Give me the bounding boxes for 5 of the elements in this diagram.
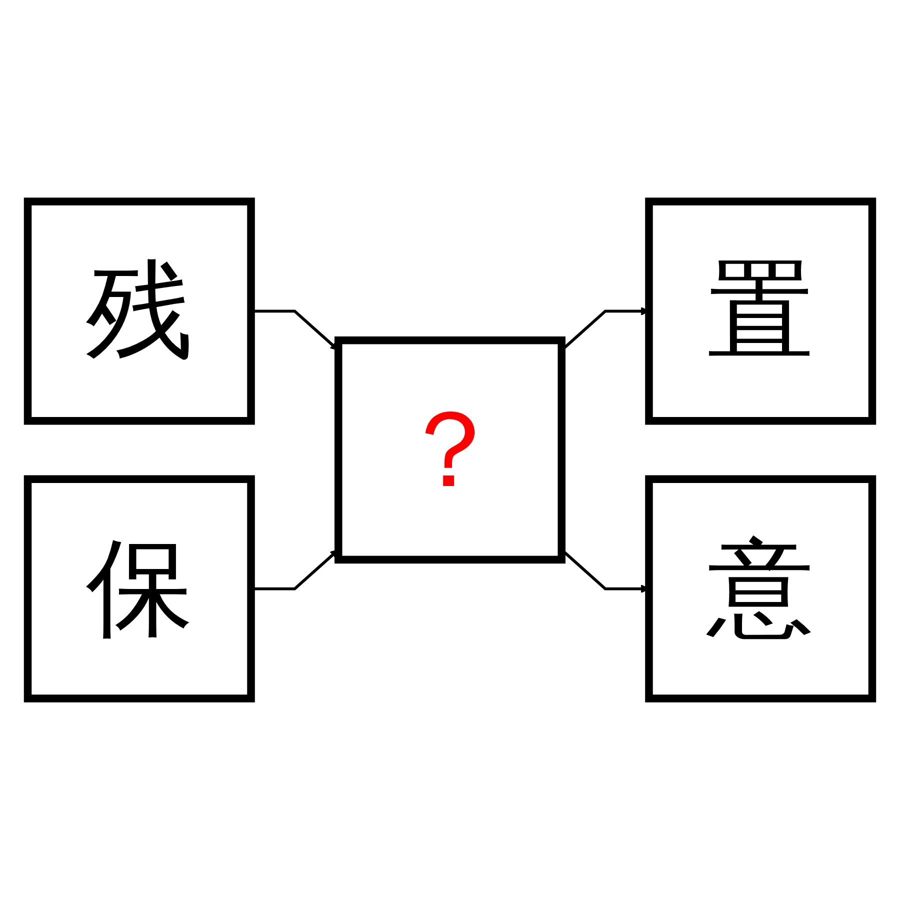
node-box: 保 [24,475,255,702]
node-box: 置 [645,198,876,425]
node-box: ？ [334,336,566,564]
node-box: 意 [645,475,876,702]
node-box: 残 [24,198,255,425]
